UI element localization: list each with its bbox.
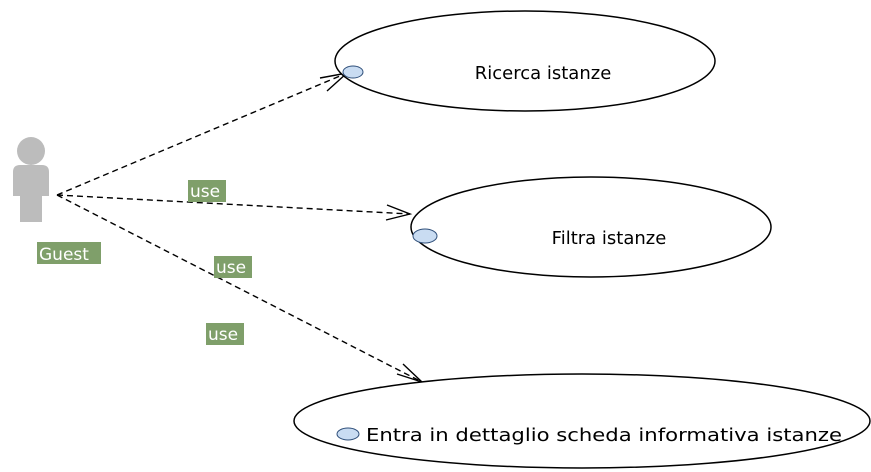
relation-label-bg — [206, 323, 244, 345]
usecase-ellipse — [334, 10, 716, 112]
relation-ricerca[interactable] — [56, 71, 350, 196]
usecase-icon — [336, 427, 360, 441]
relation-label-bg — [214, 256, 252, 278]
usecase-ellipse — [410, 176, 772, 278]
usecase-label: Filtra istanze — [552, 228, 667, 249]
actor-guest[interactable]: Guest — [13, 137, 101, 265]
actor-head — [17, 137, 45, 165]
usecase-label: Ricerca istanze — [475, 63, 612, 84]
actor-label: Guest — [39, 245, 89, 265]
relation-filtra[interactable]: use — [56, 180, 413, 221]
actor-body — [13, 165, 49, 222]
relation-line — [56, 194, 423, 383]
usecase-icon — [412, 228, 438, 244]
relation-label: use — [190, 182, 220, 202]
relation-line — [56, 194, 411, 215]
relation-dettaglio[interactable]: use use — [56, 194, 423, 383]
relation-line — [56, 72, 348, 196]
relation-label: use — [208, 325, 238, 345]
usecase-icon — [342, 65, 364, 79]
usecase-ellipse — [293, 373, 871, 469]
relation-label-bg — [188, 180, 226, 202]
arrowhead-icon — [385, 204, 413, 221]
usecase-filtra-istanze[interactable]: Filtra istanze — [410, 176, 772, 278]
usecase-entra-dettaglio[interactable]: Entra in dettaglio scheda informativa is… — [293, 373, 871, 469]
relation-label: use — [216, 258, 246, 278]
arrowhead-icon — [396, 363, 423, 383]
usecase-label: Entra in dettaglio scheda informativa is… — [366, 425, 842, 446]
actor-label-bg — [37, 242, 101, 264]
usecase-ricerca-istanze[interactable]: Ricerca istanze — [334, 10, 716, 112]
